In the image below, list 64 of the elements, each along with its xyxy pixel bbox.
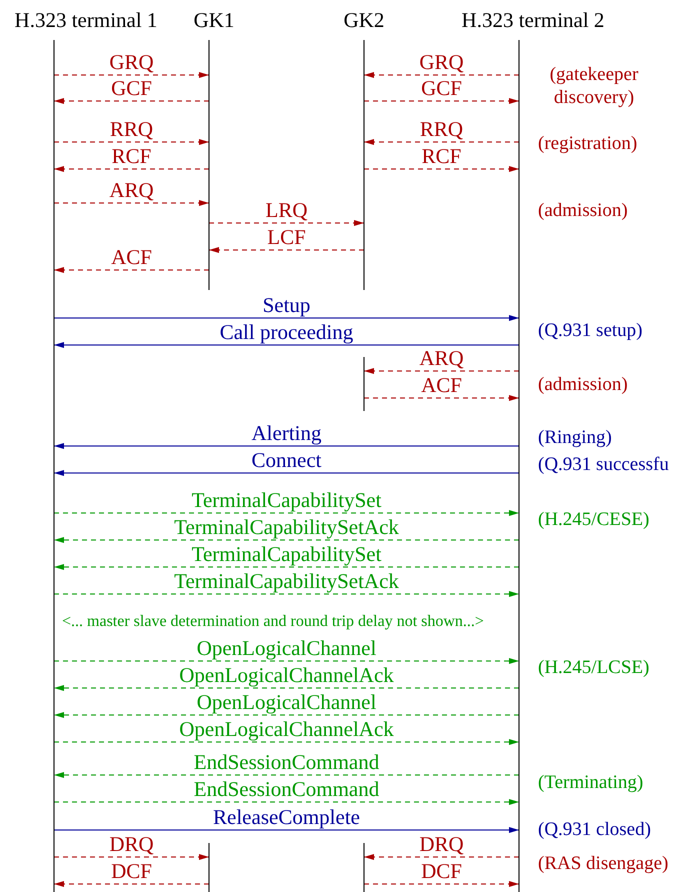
message-label: TerminalCapabilitySetAck — [172, 516, 401, 538]
message-arrow — [54, 854, 210, 860]
phase-annotation: (Q.931 successfu — [538, 453, 669, 476]
message-arrow — [54, 315, 520, 321]
lifeline-segment — [206, 843, 212, 892]
message-arrow — [208, 247, 364, 253]
message-arrow — [54, 166, 210, 172]
phase-annotation: (Terminating) — [538, 771, 644, 794]
message-arrow — [54, 799, 520, 805]
message-label: OpenLogicalChannelAck — [177, 664, 396, 686]
phase-annotation: (Q.931 closed) — [538, 818, 651, 841]
message-arrow — [208, 220, 364, 226]
message-arrow — [54, 739, 520, 745]
message-arrow — [364, 72, 520, 78]
phase-annotation: (admission) — [538, 373, 628, 396]
participant-label: GK1 — [192, 8, 236, 32]
lifeline-segment — [361, 843, 367, 892]
message-arrow — [54, 72, 210, 78]
message-arrow — [54, 685, 520, 691]
message-arrow — [364, 166, 520, 172]
message-arrow — [54, 564, 520, 570]
phase-annotation: (H.245/CESE) — [538, 508, 650, 531]
message-label: ReleaseComplete — [211, 806, 362, 828]
phase-annotation: (Ringing) — [538, 426, 612, 449]
message-label: OpenLogicalChannel — [194, 691, 378, 713]
message-arrow — [54, 342, 520, 348]
message-arrow — [54, 510, 520, 516]
message-label: TerminalCapabilitySetAck — [172, 570, 401, 592]
message-arrow — [54, 139, 210, 145]
message-arrow — [54, 443, 520, 449]
message-label: Alerting — [250, 422, 324, 444]
message-arrow — [364, 139, 520, 145]
phase-annotation: (gatekeeper discovery) — [548, 63, 640, 109]
message-label: Call proceeding — [218, 321, 356, 343]
message-arrow — [364, 368, 520, 374]
message-arrow — [54, 98, 210, 104]
message-arrow — [364, 881, 520, 887]
message-arrow — [54, 200, 210, 206]
message-label: OpenLogicalChannel — [194, 637, 378, 659]
phase-annotation: (registration) — [538, 132, 638, 155]
message-arrow — [54, 712, 520, 718]
message-arrow — [54, 267, 210, 273]
note-text: <... master slave determination and round trip delay not shown...> — [62, 612, 484, 631]
message-arrow — [54, 881, 210, 887]
participant-label: H.323 terminal 2 — [460, 8, 606, 32]
message-arrow — [54, 591, 520, 597]
message-arrow — [54, 827, 520, 833]
message-arrow — [54, 470, 520, 476]
participant-label: GK2 — [342, 8, 386, 32]
message-label: TerminalCapabilitySet — [190, 543, 384, 565]
message-label: OpenLogicalChannelAck — [177, 718, 396, 740]
participant-label: H.323 terminal 1 — [14, 8, 158, 32]
phase-annotation: (RAS disengage) — [538, 852, 668, 875]
message-arrow — [54, 537, 520, 543]
message-arrow — [364, 854, 520, 860]
phase-annotation: (Q.931 setup) — [538, 319, 642, 342]
message-arrow — [364, 98, 520, 104]
message-arrow — [54, 772, 520, 778]
message-label: TerminalCapabilitySet — [190, 489, 384, 511]
phase-annotation: (admission) — [538, 199, 628, 222]
lifeline-segment — [361, 357, 367, 411]
phase-annotation: (H.245/LCSE) — [538, 656, 650, 679]
message-arrow — [364, 395, 520, 401]
message-arrow — [54, 658, 520, 664]
